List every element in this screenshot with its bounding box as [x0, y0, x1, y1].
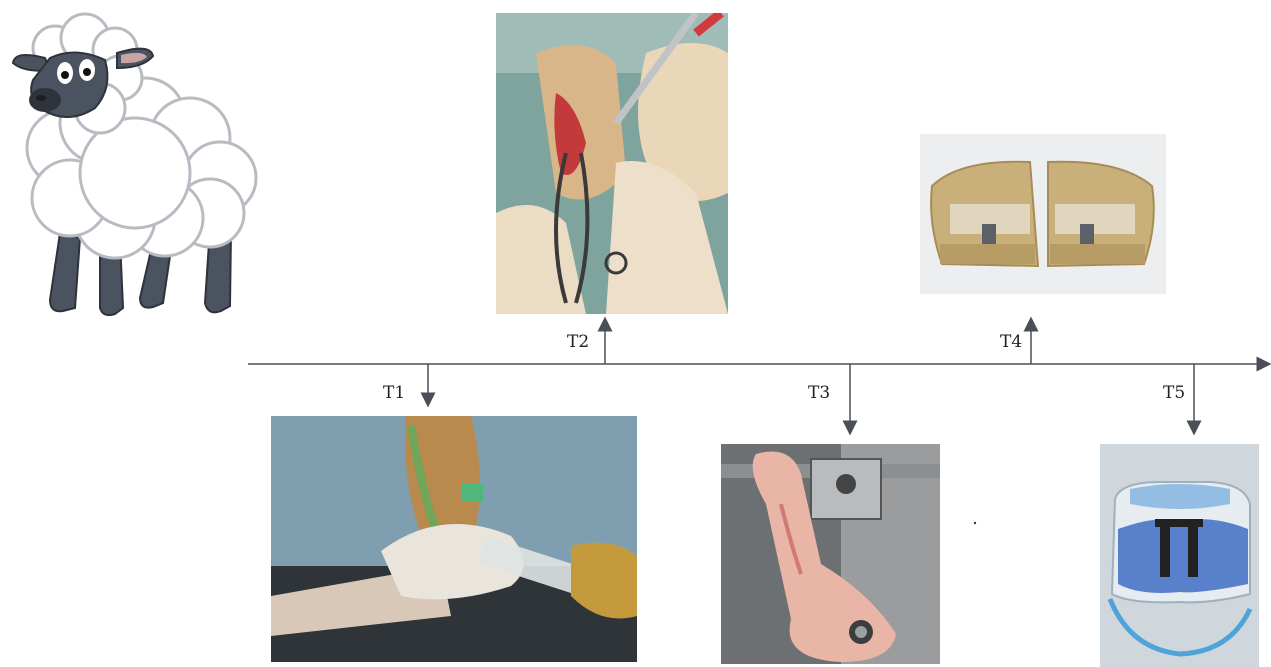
surgical-incision-photo — [496, 13, 728, 314]
sheep-icon — [5, 8, 265, 323]
resin-embedded-sections-photo — [920, 134, 1166, 294]
syringe-injection-photo — [271, 416, 637, 662]
label-t5: T5 — [1163, 383, 1185, 403]
sheep-illustration — [5, 8, 265, 323]
stray-dot — [974, 522, 976, 524]
stained-histology-section-photo — [1100, 444, 1259, 667]
femur-bone-specimen-photo — [721, 444, 940, 664]
label-t1: T1 — [383, 383, 405, 403]
label-t3: T3 — [808, 383, 830, 403]
label-t4: T4 — [1000, 332, 1022, 352]
label-t2: T2 — [567, 332, 589, 352]
